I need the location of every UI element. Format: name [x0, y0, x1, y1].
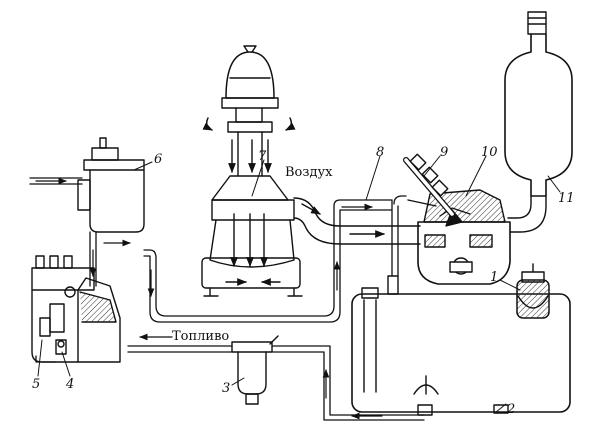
exhaust-muffler	[504, 11, 573, 233]
leader-lines	[37, 155, 561, 413]
callout-8: 8	[376, 145, 385, 160]
fuel-lines	[29, 177, 425, 421]
engine-cylinder-head	[417, 189, 511, 285]
callout-11: 11	[558, 191, 575, 206]
callout-6: 6	[154, 152, 163, 167]
callout-9: 9	[440, 145, 449, 160]
flow-arrows	[35, 177, 383, 420]
injection-pump	[31, 255, 121, 363]
callout-2: 2	[507, 402, 516, 417]
filler-cap	[516, 263, 550, 319]
callout-1: 1	[490, 270, 499, 285]
callout-10: 10	[481, 145, 498, 160]
callout-4: 4	[66, 377, 75, 392]
callout-7: 7	[258, 149, 267, 164]
coarse-fuel-filter	[231, 335, 279, 405]
callout-3: 3	[222, 381, 231, 396]
air-intake-duct	[293, 197, 421, 245]
air-cleaner	[201, 45, 303, 297]
callout-5: 5	[32, 377, 41, 392]
injector	[403, 153, 455, 217]
priming-pump	[55, 339, 67, 355]
fine-fuel-filter	[77, 137, 145, 233]
fuel-tank	[351, 275, 571, 416]
air-label: Воздух	[285, 165, 333, 180]
fuel-label: Топливо	[172, 329, 230, 344]
